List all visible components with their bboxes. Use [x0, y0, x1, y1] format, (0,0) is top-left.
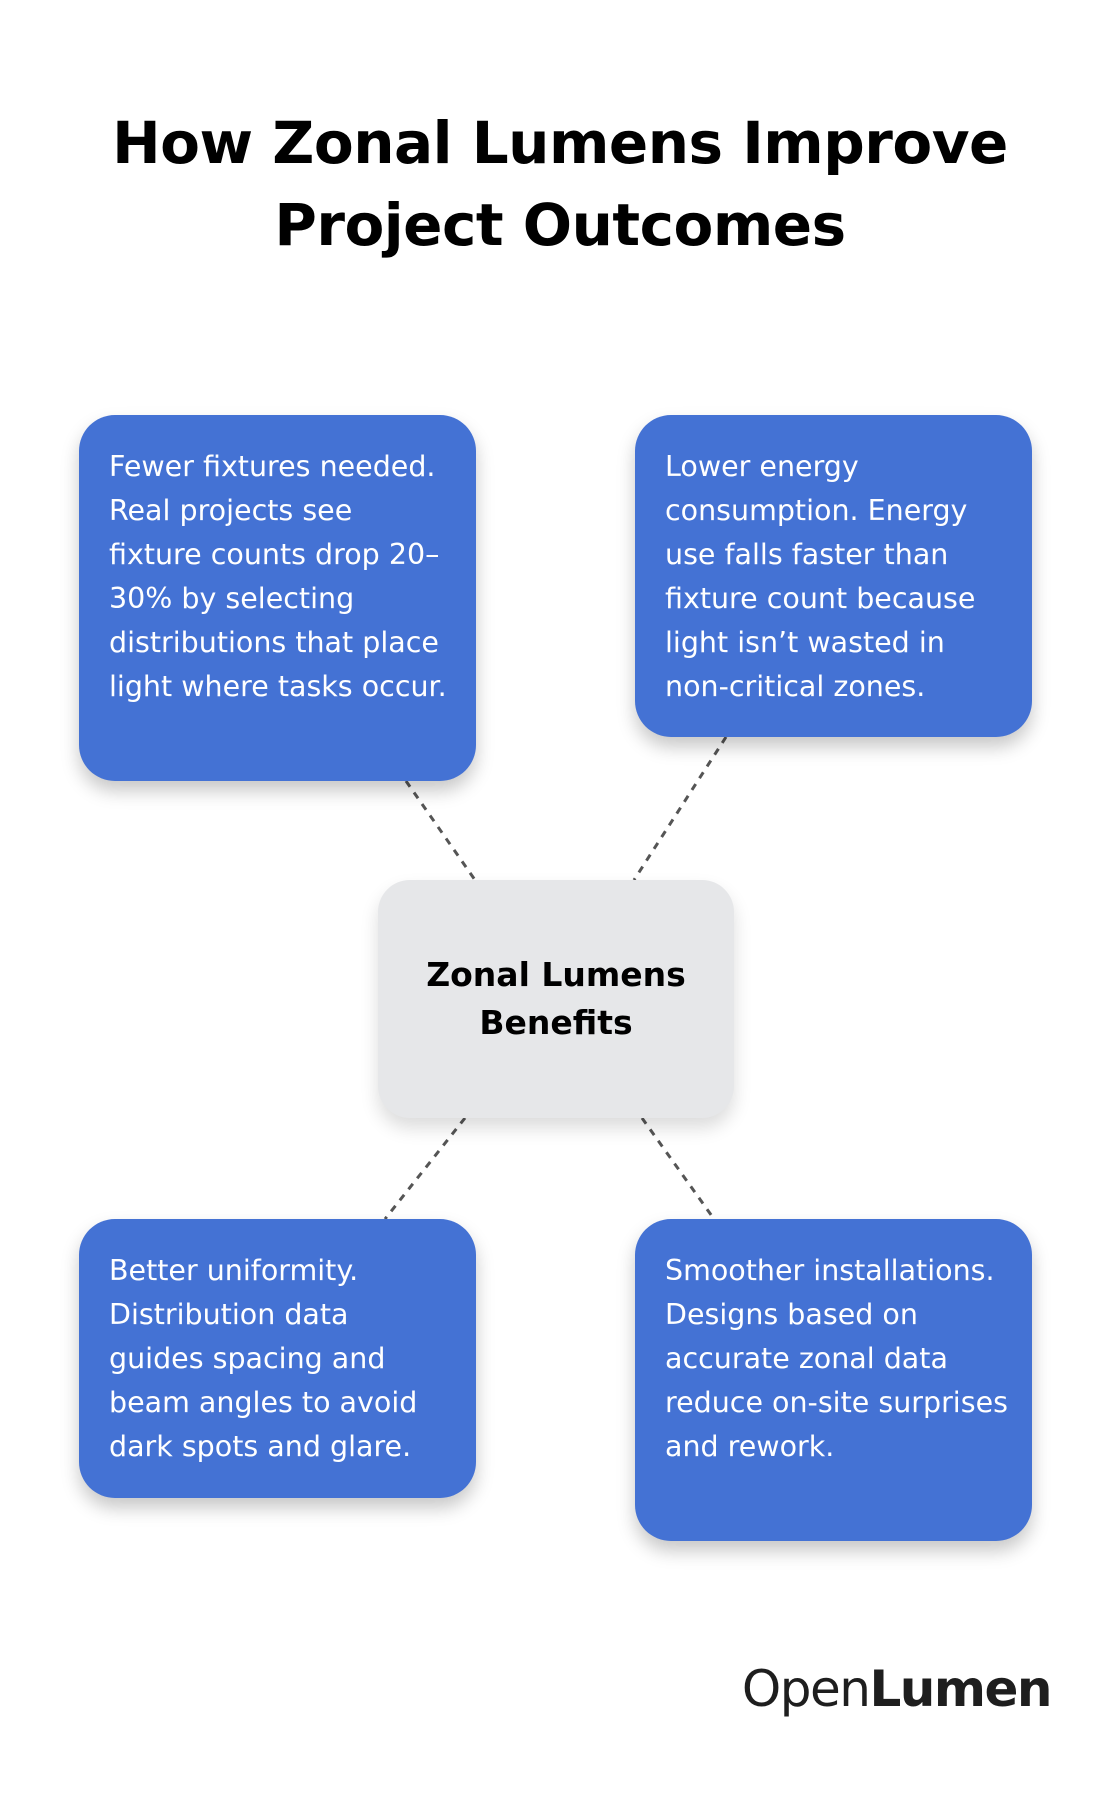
benefit-text: Lower energy consumption. Energy use fal…	[665, 450, 976, 703]
openlumen-logo: OpenLumen	[741, 1660, 1053, 1718]
connector-top-right	[632, 736, 728, 881]
title-line-1: How Zonal Lumens Improve	[112, 109, 1008, 177]
connector-top-left	[404, 780, 477, 881]
benefit-card-smoother-installations: Smoother installations. Designs based on…	[635, 1219, 1032, 1541]
connector-bottom-left	[383, 1117, 467, 1220]
page-title: How Zonal Lumens Improve Project Outcome…	[60, 102, 1060, 266]
benefit-card-better-uniformity: Better uniformity. Distribution data gui…	[79, 1219, 476, 1498]
benefit-text: Better uniformity. Distribution data gui…	[109, 1254, 418, 1463]
connector-bottom-right	[640, 1117, 716, 1220]
benefit-text: Fewer fixtures needed. Real projects see…	[109, 450, 447, 703]
benefit-card-fewer-fixtures: Fewer fixtures needed. Real projects see…	[79, 415, 476, 781]
logo-part-open: Open	[741, 1660, 871, 1718]
benefit-text: Smoother installations. Designs based on…	[665, 1254, 1008, 1463]
logo-part-lumen: Lumen	[869, 1660, 1052, 1718]
hub-node: Zonal Lumens Benefits	[378, 880, 734, 1118]
title-line-2: Project Outcomes	[274, 191, 846, 259]
hub-label: Zonal Lumens Benefits	[426, 955, 686, 1042]
benefit-card-lower-energy: Lower energy consumption. Energy use fal…	[635, 415, 1032, 737]
